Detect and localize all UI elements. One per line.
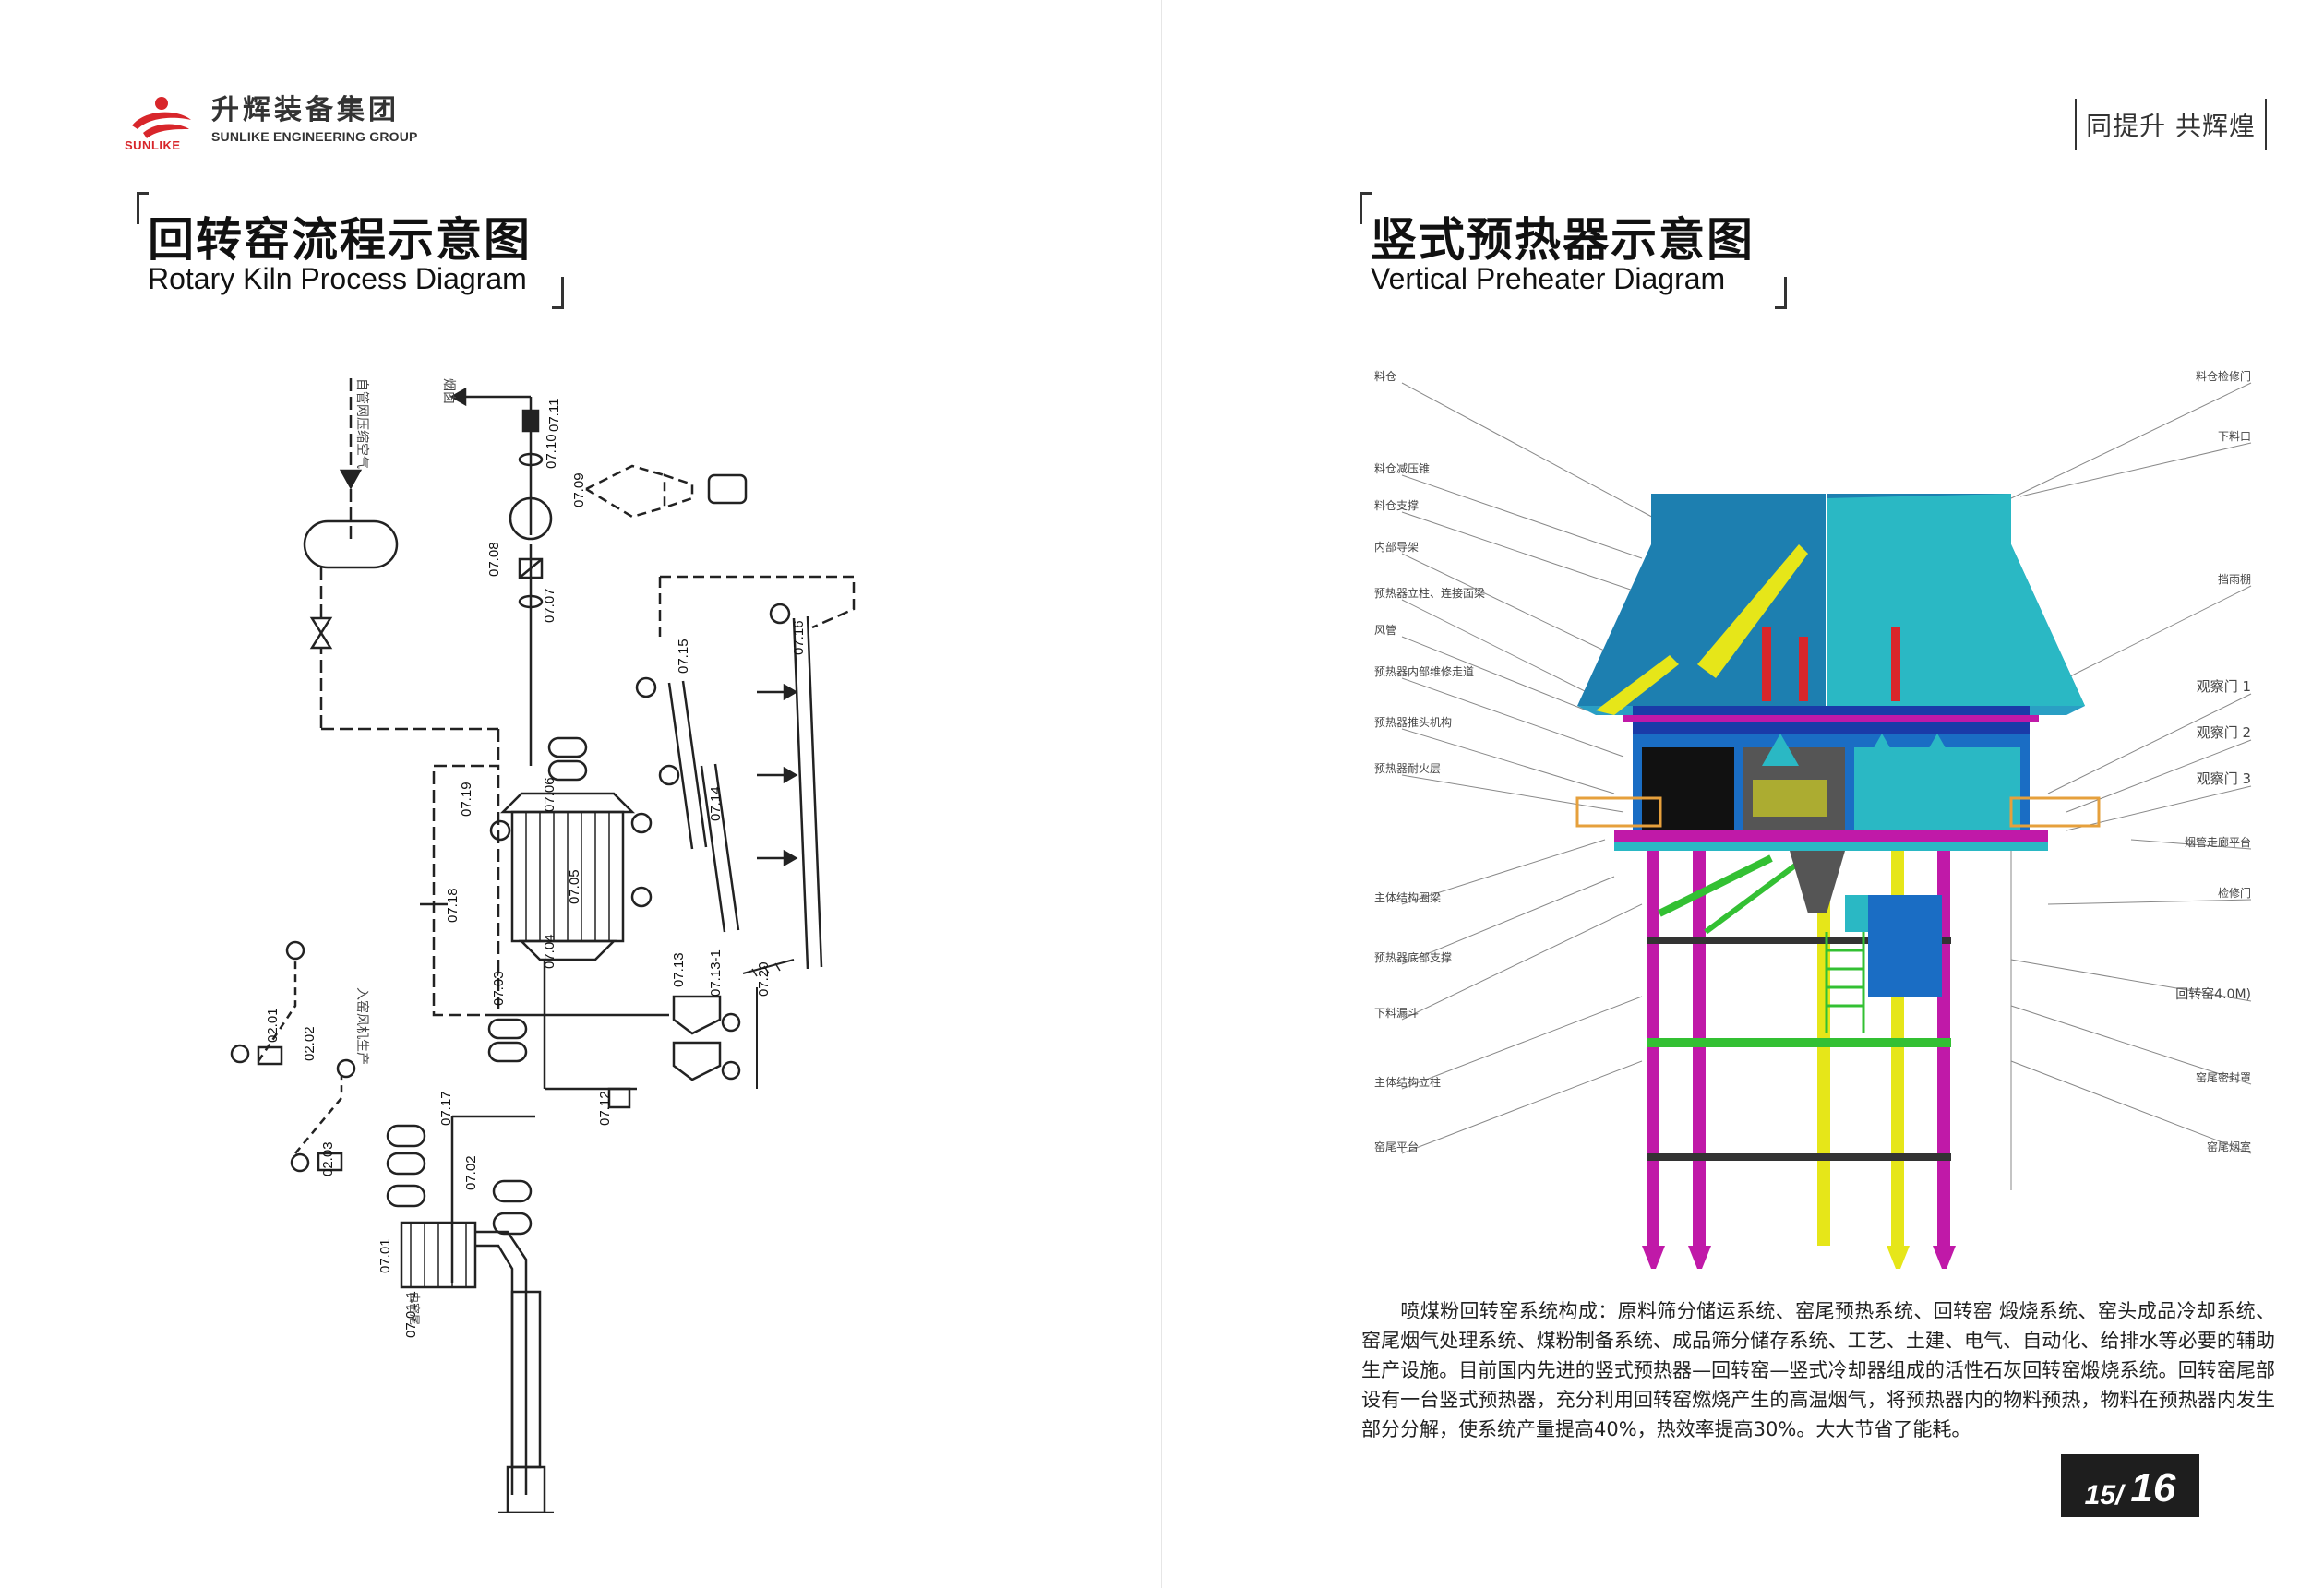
svg-text:07.08: 07.08 xyxy=(486,542,502,577)
label-ring-beam: 主体结构圈梁 xyxy=(1374,890,1441,904)
svg-text:07.15: 07.15 xyxy=(676,639,691,674)
label-kiln-tail-platform: 窑尾平台 xyxy=(1374,1140,1419,1153)
svg-text:07.10: 07.10 xyxy=(544,434,559,469)
svg-text:07.06: 07.06 xyxy=(542,777,557,812)
svg-text:07.02: 07.02 xyxy=(463,1155,479,1190)
vertical-preheater-diagram: 料仓 料仓减压锥 料仓支撑 内部导架 预热器立柱、连接面梁 风管 预热器内部维修… xyxy=(1365,360,2270,1273)
label-main-column: 主体结构立柱 xyxy=(1374,1075,1441,1089)
left-title-en: Rotary Kiln Process Diagram xyxy=(148,262,527,295)
left-page: 升辉装备集团 SUNLIKE ENGINEERING GROUP SUNLIKE… xyxy=(125,92,941,1513)
label-silo-support: 料仓支撑 xyxy=(1374,498,1419,512)
compressed-air-text: 自管网压缩空气 xyxy=(354,378,369,469)
page-number-badge: 15/ 16 xyxy=(2061,1454,2199,1517)
svg-text:07.03: 07.03 xyxy=(491,971,507,1006)
svg-text:07.01-1: 07.01-1 xyxy=(403,1291,419,1338)
svg-text:07.20: 07.20 xyxy=(756,961,772,997)
brand-logo-text: SUNLIKE xyxy=(125,138,181,152)
label-tail-smoke-chamber: 窑尾烟室 xyxy=(2207,1140,2251,1153)
label-rain-shed: 挡雨棚 xyxy=(2218,572,2251,586)
svg-text:07.09: 07.09 xyxy=(571,472,587,507)
rotary-kiln-process-diagram: 07.11 07.10 07.09 07.08 07.07 07.06 07.0… xyxy=(203,360,941,1513)
label-refractory: 预热器耐火层 xyxy=(1374,762,1441,775)
svg-text:07.13: 07.13 xyxy=(671,952,687,987)
label-obs-door-2: 观察门 2 xyxy=(2197,724,2251,741)
right-title-en: Vertical Preheater Diagram xyxy=(1371,262,1726,295)
svg-text:02.02: 02.02 xyxy=(302,1026,317,1061)
label-inner-guide: 内部导架 xyxy=(1374,540,1419,554)
brand-name-en: SUNLIKE ENGINEERING GROUP xyxy=(211,129,418,144)
label-obs-door-1: 观察门 1 xyxy=(2197,678,2251,695)
svg-text:07.07: 07.07 xyxy=(542,588,557,623)
label-silo-cone: 料仓减压锥 xyxy=(1374,462,1430,475)
right-title-cn: 竖式预热器示意图 xyxy=(1371,212,1755,267)
page-number-right: 16 xyxy=(2130,1465,2176,1510)
svg-text:02.03: 02.03 xyxy=(320,1141,336,1176)
svg-text:07.14: 07.14 xyxy=(708,786,724,821)
brand-logo-icon xyxy=(132,97,191,138)
label-air-duct: 风管 xyxy=(1374,623,1396,637)
right-page: 同提升 共辉煌 竖式预热器示意图 Vertical Preheater Diag… xyxy=(1162,0,2324,1588)
slogan-text: 同提升 共辉煌 xyxy=(2086,111,2256,141)
label-column-beam: 预热器立柱、连接面梁 xyxy=(1374,586,1485,600)
svg-text:07.19: 07.19 xyxy=(459,782,474,817)
label-flue-platform: 烟管走廊平台 xyxy=(2185,835,2251,849)
svg-text:07.04: 07.04 xyxy=(542,934,557,969)
label-access-door: 检修门 xyxy=(2218,886,2251,900)
page-number-left: 15/ xyxy=(2084,1480,2124,1510)
label-hopper: 下料漏斗 xyxy=(1374,1007,1419,1020)
label-tail-seal: 窑尾密封罩 xyxy=(2196,1070,2251,1084)
label-pusher: 预热器推头机构 xyxy=(1374,715,1452,729)
label-silo-door: 料仓检修门 xyxy=(2196,369,2251,383)
kiln-tail-text: 由窑尾 xyxy=(408,1292,422,1325)
brand-header: 升辉装备集团 SUNLIKE ENGINEERING GROUP xyxy=(125,92,418,148)
svg-text:07.16: 07.16 xyxy=(791,620,807,655)
svg-text:07.18: 07.18 xyxy=(445,888,461,923)
left-section-title: 回转窑流程示意图 Rotary Kiln Process Diagram xyxy=(137,192,564,309)
left-title-cn: 回转窑流程示意图 xyxy=(148,212,532,267)
svg-text:07.13-1: 07.13-1 xyxy=(708,949,724,997)
label-bottom-support: 预热器底部支撑 xyxy=(1374,950,1452,964)
svg-text:02.01: 02.01 xyxy=(265,1008,281,1043)
label-discharge: 下料口 xyxy=(2218,430,2251,443)
svg-text:07.17: 07.17 xyxy=(438,1091,454,1126)
brand-name-cn: 升辉装备集团 xyxy=(211,94,400,126)
svg-text:07.01: 07.01 xyxy=(377,1238,393,1273)
svg-text:07.05: 07.05 xyxy=(567,869,582,904)
slogan: 同提升 共辉煌 xyxy=(2075,99,2267,150)
label-rotary-kiln: 回转窑4.0M) xyxy=(2175,986,2251,1002)
label-inner-walkway: 预热器内部维修走道 xyxy=(1374,664,1474,678)
page-fold xyxy=(1161,0,1162,1588)
description-text: 喷煤粉回转窑系统构成：原料筛分储运系统、窑尾预热系统、回转窑 煅烧系统、窑头成品… xyxy=(1361,1300,2275,1440)
label-obs-door-3: 观察门 3 xyxy=(2197,770,2251,787)
kiln-fan-text: 入窑风机生产 xyxy=(354,987,370,1065)
description-paragraph: 喷煤粉回转窑系统构成：原料筛分储运系统、窑尾预热系统、回转窑 煅烧系统、窑头成品… xyxy=(1361,1296,2275,1444)
svg-text:07.11: 07.11 xyxy=(546,399,562,432)
chimney-text: 烟囱 xyxy=(441,378,456,404)
label-silo: 料仓 xyxy=(1374,370,1396,383)
svg-text:07.12: 07.12 xyxy=(597,1091,613,1126)
right-section-title: 竖式预热器示意图 Vertical Preheater Diagram xyxy=(1360,192,1787,309)
